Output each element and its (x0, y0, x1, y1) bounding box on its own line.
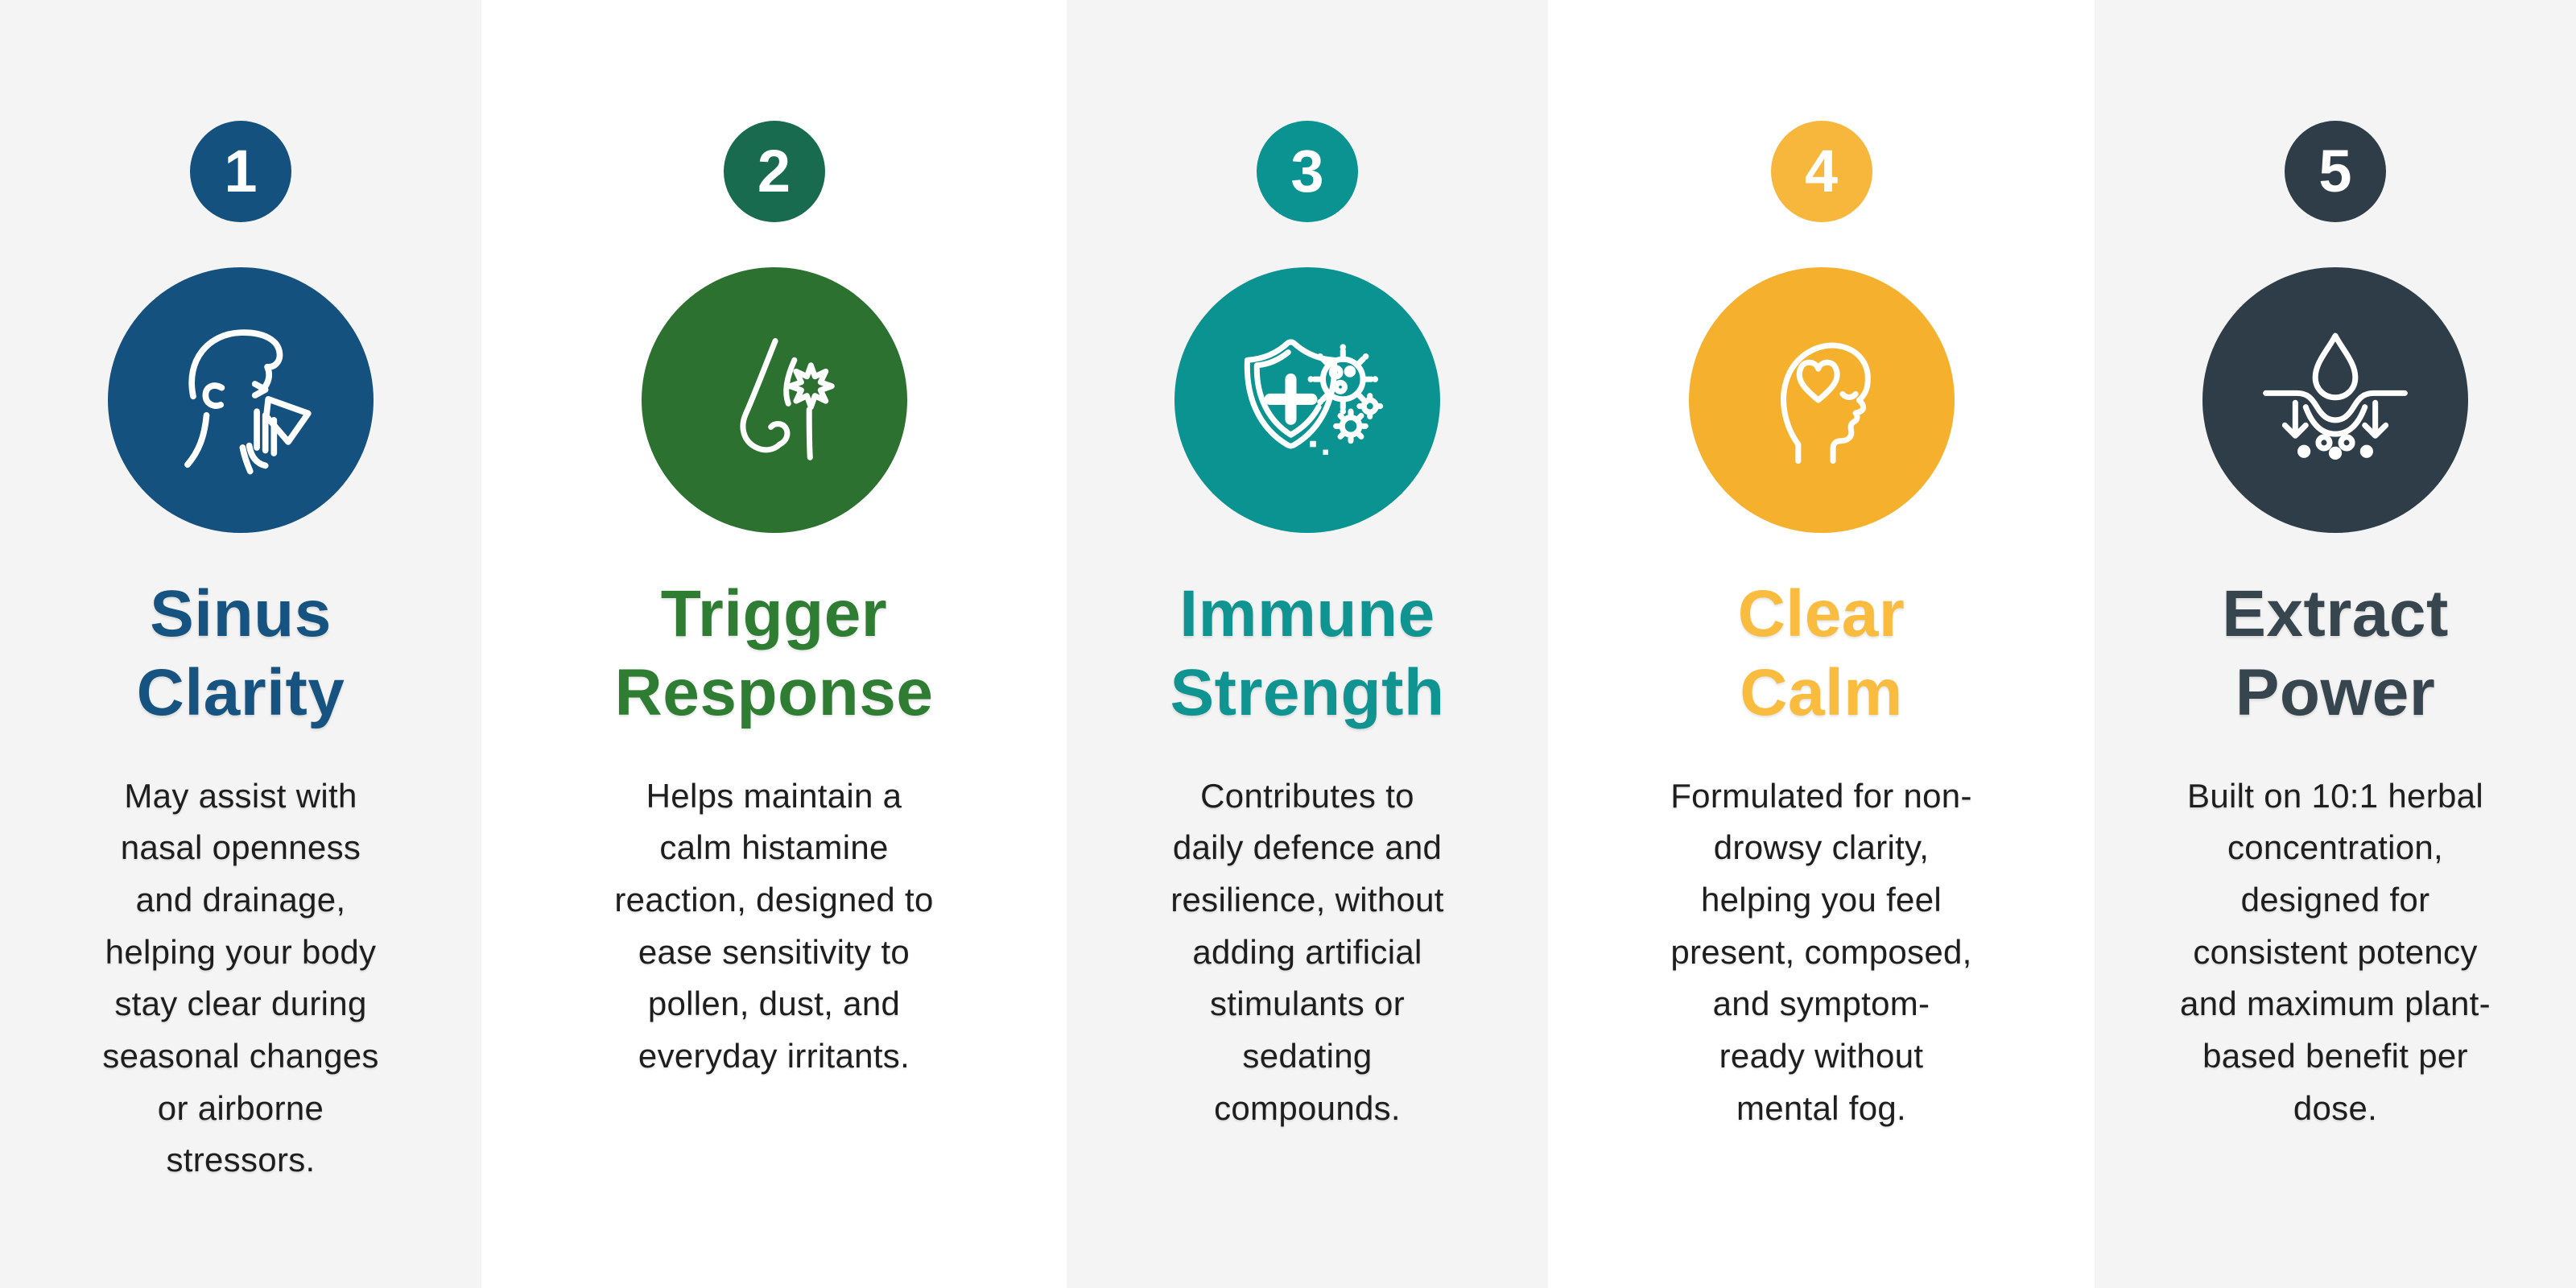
step-number-badge: 4 (1770, 121, 1872, 222)
extract-absorption-icon (2263, 332, 2408, 460)
step-number: 2 (757, 138, 791, 204)
icon-circle (641, 267, 907, 533)
benefit-description: May assist with nasal openness and drain… (102, 776, 379, 1179)
benefit-title: Extract Power (2222, 577, 2449, 730)
step-number: 3 (1290, 138, 1324, 204)
icon-circle (108, 267, 374, 533)
step-number-badge: 5 (2285, 121, 2386, 222)
step-number-badge: 1 (190, 121, 291, 222)
immune-shield-icon (1244, 339, 1384, 456)
step-number: 4 (1804, 138, 1839, 204)
benefit-column-clear-calm: 4 Clear Calm Formulated for non- drowsy … (1548, 0, 2095, 1288)
icon-circle (1174, 267, 1440, 533)
icon-circle (1688, 267, 1955, 533)
nose-irritant-icon (740, 338, 835, 460)
benefit-column-sinus-clarity: 1 Sinus Clarity May assist with nasal op… (0, 0, 481, 1288)
benefit-title: Immune Strength (1170, 577, 1445, 730)
benefit-title: Sinus Clarity (136, 577, 345, 730)
benefit-column-trigger-response: 2 Trigger Response Helps maintain a calm… (481, 0, 1067, 1288)
calm-mind-heart-icon (1780, 342, 1871, 464)
icon-circle (2202, 267, 2468, 533)
benefit-title: Clear Calm (1737, 577, 1905, 730)
step-number: 1 (224, 138, 258, 204)
step-number-badge: 2 (723, 121, 825, 222)
benefit-description: Built on 10:1 herbal concentration, desi… (2180, 776, 2491, 1127)
sneezing-face-icon (184, 329, 312, 475)
benefit-description: Formulated for non- drowsy clarity, help… (1670, 776, 1972, 1127)
benefit-title: Trigger Response (614, 577, 934, 730)
benefit-column-extract-power: 5 Extract Power Built on 10:1 herbal con… (2095, 0, 2576, 1288)
step-number: 5 (2318, 138, 2352, 204)
benefit-column-immune-strength: 3 (1067, 0, 1548, 1288)
benefit-description: Contributes to daily defence and resilie… (1170, 776, 1444, 1127)
step-number-badge: 3 (1257, 121, 1358, 222)
benefit-description: Helps maintain a calm histamine reaction… (614, 776, 934, 1075)
